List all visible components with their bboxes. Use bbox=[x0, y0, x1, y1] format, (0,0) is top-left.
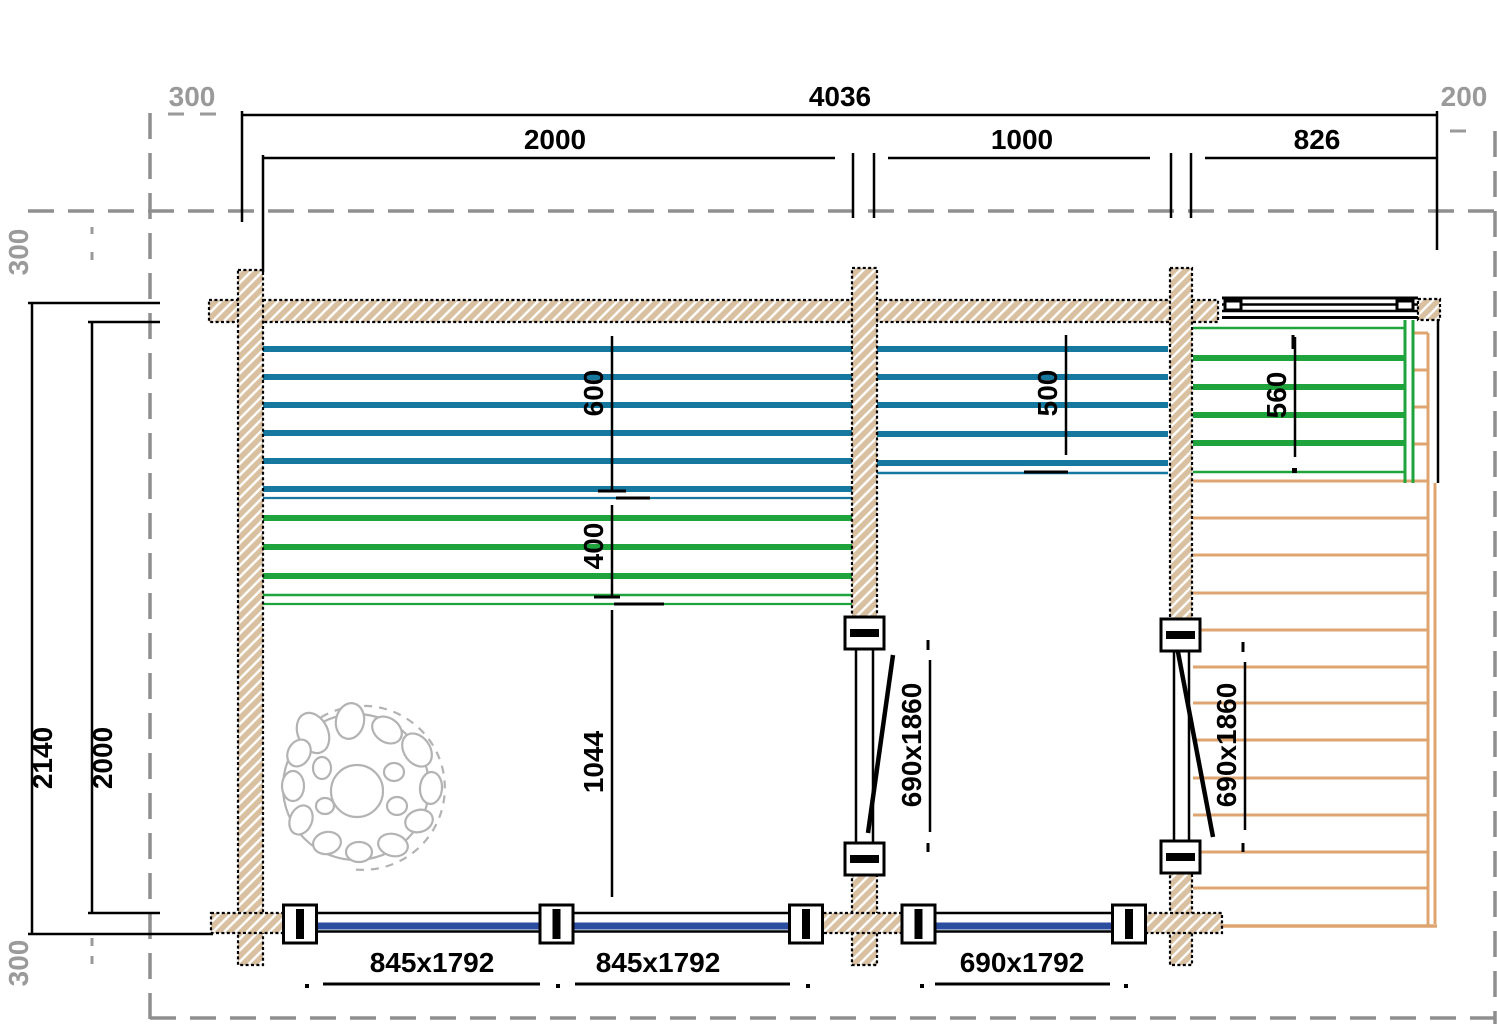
dim-label-room-left-width: 2000 bbox=[524, 124, 586, 155]
dimension-chain-left bbox=[28, 227, 213, 964]
dimension-chain-top bbox=[168, 111, 1466, 272]
dim-label-bench-500: 500 bbox=[1032, 370, 1063, 417]
railing-post-left bbox=[1223, 299, 1243, 312]
dim-label-window-3: 690x1792 bbox=[960, 947, 1085, 978]
wall-top bbox=[207, 298, 1220, 324]
window-frame bbox=[1111, 903, 1147, 945]
door-left bbox=[843, 615, 896, 877]
dim-label-window-2: 845x1792 bbox=[596, 947, 721, 978]
door-right bbox=[1159, 617, 1216, 875]
dim-label-bench-400: 400 bbox=[578, 523, 609, 570]
window-frame bbox=[282, 903, 318, 945]
dim-label-door-left: 690x1860 bbox=[896, 683, 927, 808]
window-3 bbox=[932, 911, 1113, 933]
dim-label-offset-right: 200 bbox=[1441, 81, 1488, 112]
dim-label-floor-1044: 1044 bbox=[578, 730, 609, 793]
dim-label-bench-600: 600 bbox=[578, 370, 609, 417]
door-jamb bbox=[843, 615, 886, 651]
window-frame bbox=[900, 903, 937, 945]
dim-label-terrace-width: 826 bbox=[1294, 124, 1341, 155]
window-frame bbox=[788, 903, 824, 945]
wall-bottom-seg3 bbox=[1141, 911, 1224, 935]
dimension-interior bbox=[594, 335, 1297, 897]
terrace-bench-boards bbox=[1193, 320, 1415, 483]
dim-label-room-middle-width: 1000 bbox=[991, 124, 1053, 155]
door-leaf bbox=[1175, 651, 1216, 838]
door-jamb bbox=[843, 841, 886, 877]
walls bbox=[207, 266, 1442, 967]
dim-label-offset-side-bottom: 300 bbox=[3, 940, 34, 987]
wall-bottom-seg1 bbox=[209, 911, 288, 935]
window-2 bbox=[568, 911, 792, 933]
dimension-chain-bottom bbox=[305, 982, 1128, 988]
bench-boards-middle-room bbox=[877, 346, 1168, 475]
dim-label-bench-560: 560 bbox=[1261, 372, 1292, 419]
dim-label-offset-side-top: 300 bbox=[3, 229, 34, 276]
dim-label-total-width: 4036 bbox=[809, 81, 871, 112]
stone-heater bbox=[280, 702, 446, 871]
dim-label-door-right: 690x1860 bbox=[1211, 683, 1242, 808]
door-jamb bbox=[1159, 839, 1202, 875]
terrace-railing bbox=[1222, 296, 1418, 319]
door-leaf bbox=[865, 654, 896, 834]
wall-bottom-seg2 bbox=[816, 911, 909, 935]
plot-boundary bbox=[28, 113, 1497, 1024]
window-1 bbox=[316, 911, 545, 933]
dim-label-height-inner: 2000 bbox=[87, 727, 118, 789]
dimension-labels: 4036 2000 1000 826 300 200 2140 2000 300… bbox=[3, 81, 1487, 986]
door-jamb bbox=[1159, 617, 1202, 653]
terrace-deck-boards bbox=[1193, 316, 1440, 928]
wall-middle-upper bbox=[850, 266, 879, 650]
railing-post-right bbox=[1395, 299, 1415, 312]
window-frame bbox=[538, 903, 575, 945]
wall-left bbox=[236, 268, 265, 967]
bench-boards-left-room bbox=[263, 346, 852, 606]
wall-top-right-block bbox=[1416, 297, 1442, 322]
window-frames bbox=[282, 903, 1147, 945]
dim-label-offset-top-left: 300 bbox=[169, 81, 216, 112]
wall-right-upper bbox=[1168, 266, 1194, 652]
dim-label-window-1: 845x1792 bbox=[370, 947, 495, 978]
dim-label-height-outer: 2140 bbox=[27, 727, 58, 789]
